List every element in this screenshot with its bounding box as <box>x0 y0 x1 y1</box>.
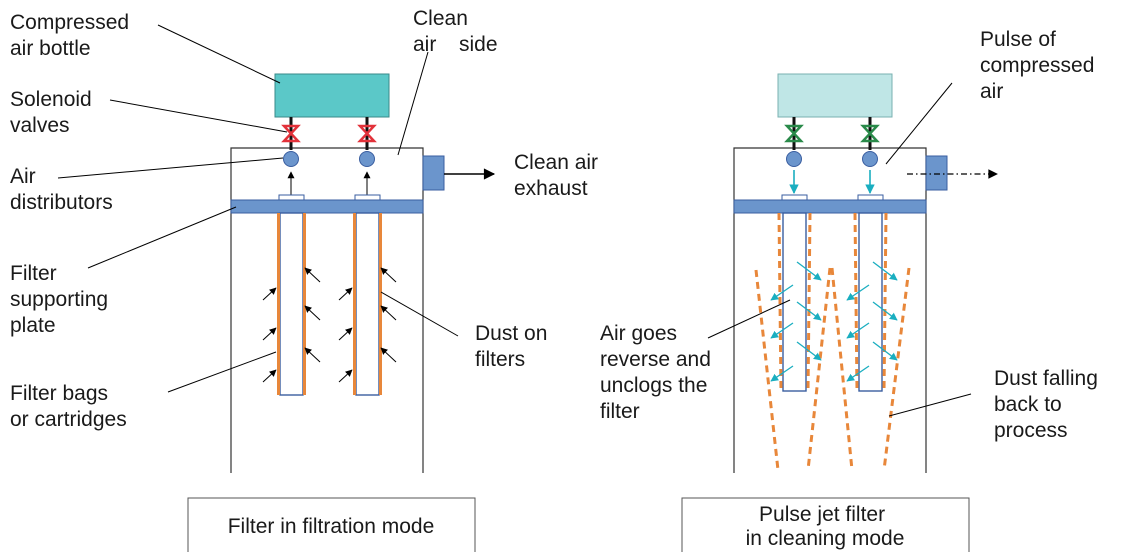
label-air-distributors: Air distributors <box>10 165 113 214</box>
right-filter-cap-1 <box>781 194 808 201</box>
label-filter-supporting-plate: Filter supporting plate <box>10 262 114 337</box>
label-dust-on-filters: Dust on filters <box>475 322 553 371</box>
label-clean-air-exhaust: Clean air exhaust <box>514 151 604 200</box>
right-leader-lines <box>707 82 972 417</box>
right-air-distributor-2 <box>862 151 878 167</box>
label-pulse-of-compressed-air: Pulse of compressed air <box>980 28 1100 103</box>
left-filter-cap-1 <box>278 194 305 201</box>
right-solenoid-valve-1 <box>784 124 804 143</box>
right-filter-bag-1 <box>782 212 807 392</box>
right-solenoid-valve-2 <box>860 124 880 143</box>
left-filter-supporting-plate <box>230 199 424 214</box>
right-exhaust-port <box>925 155 948 191</box>
right-filter-unit: Pulse of compressed air Air goes reverse… <box>600 28 1104 552</box>
label-dust-falling-back: Dust falling back to process <box>994 367 1104 442</box>
right-reverse-air-arrows <box>770 261 898 382</box>
left-caption-box <box>187 497 476 552</box>
label-air-goes-reverse: Air goes reverse and unclogs the filter <box>600 322 717 423</box>
left-filter-unit: Compressed air bottle Solenoid valves Ai… <box>10 7 604 552</box>
right-caption: Pulse jet filter in cleaning mode <box>746 503 905 550</box>
left-compressed-air-bottle <box>274 73 390 118</box>
right-air-distributor-1 <box>786 151 802 167</box>
left-filter-bag-2 <box>353 212 382 396</box>
right-caption-box <box>681 497 970 552</box>
right-housing <box>733 147 927 473</box>
left-solenoid-valve-1 <box>281 124 301 143</box>
right-compressed-air-bottle <box>777 73 893 118</box>
label-compressed-air-bottle: Compressed air bottle <box>10 11 135 60</box>
left-dust-air-arrows <box>262 267 397 383</box>
right-filter-cap-2 <box>857 194 884 201</box>
left-air-distributor-2 <box>359 151 375 167</box>
left-filter-bag-1 <box>277 212 306 396</box>
label-filter-bags: Filter bags or cartridges <box>10 382 127 431</box>
right-filter-bag-2 <box>858 212 883 392</box>
left-exhaust-port <box>422 155 445 191</box>
left-solenoid-valve-2 <box>357 124 377 143</box>
label-clean-air-side: Clean air side <box>413 7 498 56</box>
left-caption: Filter in filtration mode <box>228 515 435 538</box>
right-filter-supporting-plate <box>733 199 927 214</box>
label-solenoid-valves: Solenoid valves <box>10 88 98 137</box>
left-leader-lines <box>57 24 459 393</box>
left-air-distributor-1 <box>283 151 299 167</box>
left-filter-cap-2 <box>354 194 381 201</box>
right-dust-falling <box>754 212 911 471</box>
left-housing <box>230 147 424 473</box>
